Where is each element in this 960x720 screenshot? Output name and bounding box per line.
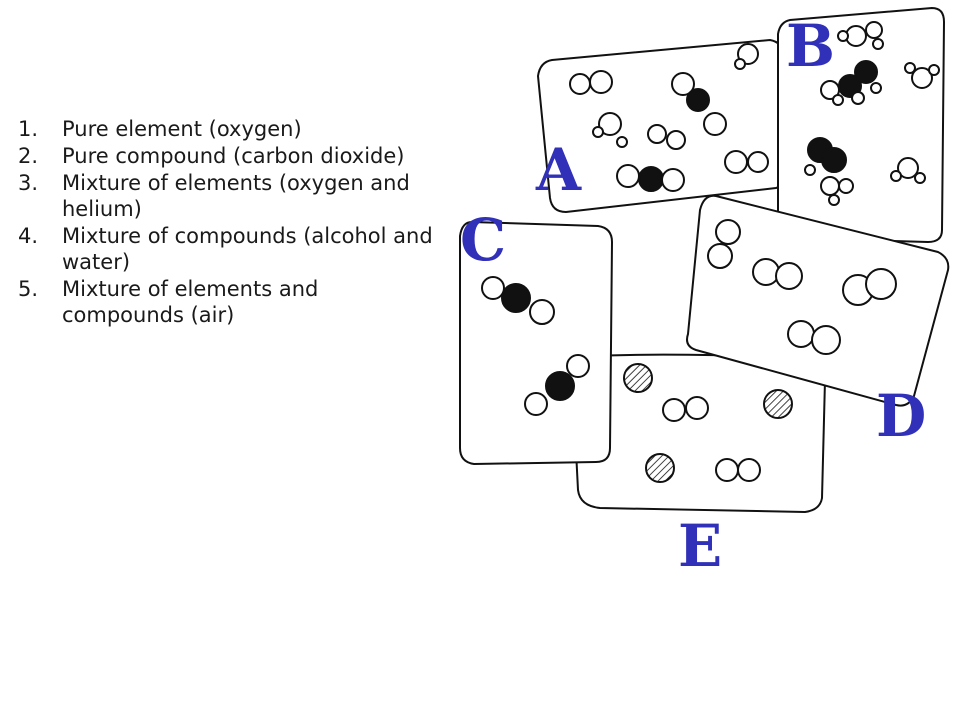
box-label-e: E (678, 512, 722, 580)
list-item: 1. Pure element (oxygen) (12, 116, 442, 142)
list-number: 1. (18, 117, 39, 141)
list-text: Mixture of elements (oxygen and helium) (62, 171, 410, 221)
list-number: 2. (18, 144, 39, 168)
box-b-molecules (804, 21, 940, 206)
list-item: 5. Mixture of elements and compounds (air… (12, 276, 442, 328)
box-label-d: D (876, 382, 926, 450)
list-number: 5. (18, 277, 39, 301)
box-e-molecules (623, 363, 793, 483)
list-text: Pure element (oxygen) (62, 117, 302, 141)
list-number: 3. (18, 171, 39, 195)
box-b (777, 7, 945, 243)
box-c-molecules (481, 276, 590, 416)
box-label-b: B (786, 12, 835, 80)
box-a-molecules (569, 43, 769, 192)
list-number: 4. (18, 224, 39, 248)
box-label-a: A (535, 136, 582, 204)
list-item: 3. Mixture of elements (oxygen and helium… (12, 170, 442, 222)
box-d-molecules (707, 219, 897, 355)
list-item: 4. Mixture of compounds (alcohol and wate… (12, 223, 442, 275)
mixture-classification-list: 1. Pure element (oxygen) 2. Pure compound … (12, 116, 442, 329)
box-d (686, 194, 950, 407)
box-label-c: C (460, 206, 506, 274)
list-text: Mixture of compounds (alcohol and water) (62, 224, 433, 274)
list-item: 2. Pure compound (carbon dioxide) (12, 143, 442, 169)
list-text: Mixture of elements and compounds (air) (62, 277, 319, 327)
list-text: Pure compound (carbon dioxide) (62, 144, 405, 168)
